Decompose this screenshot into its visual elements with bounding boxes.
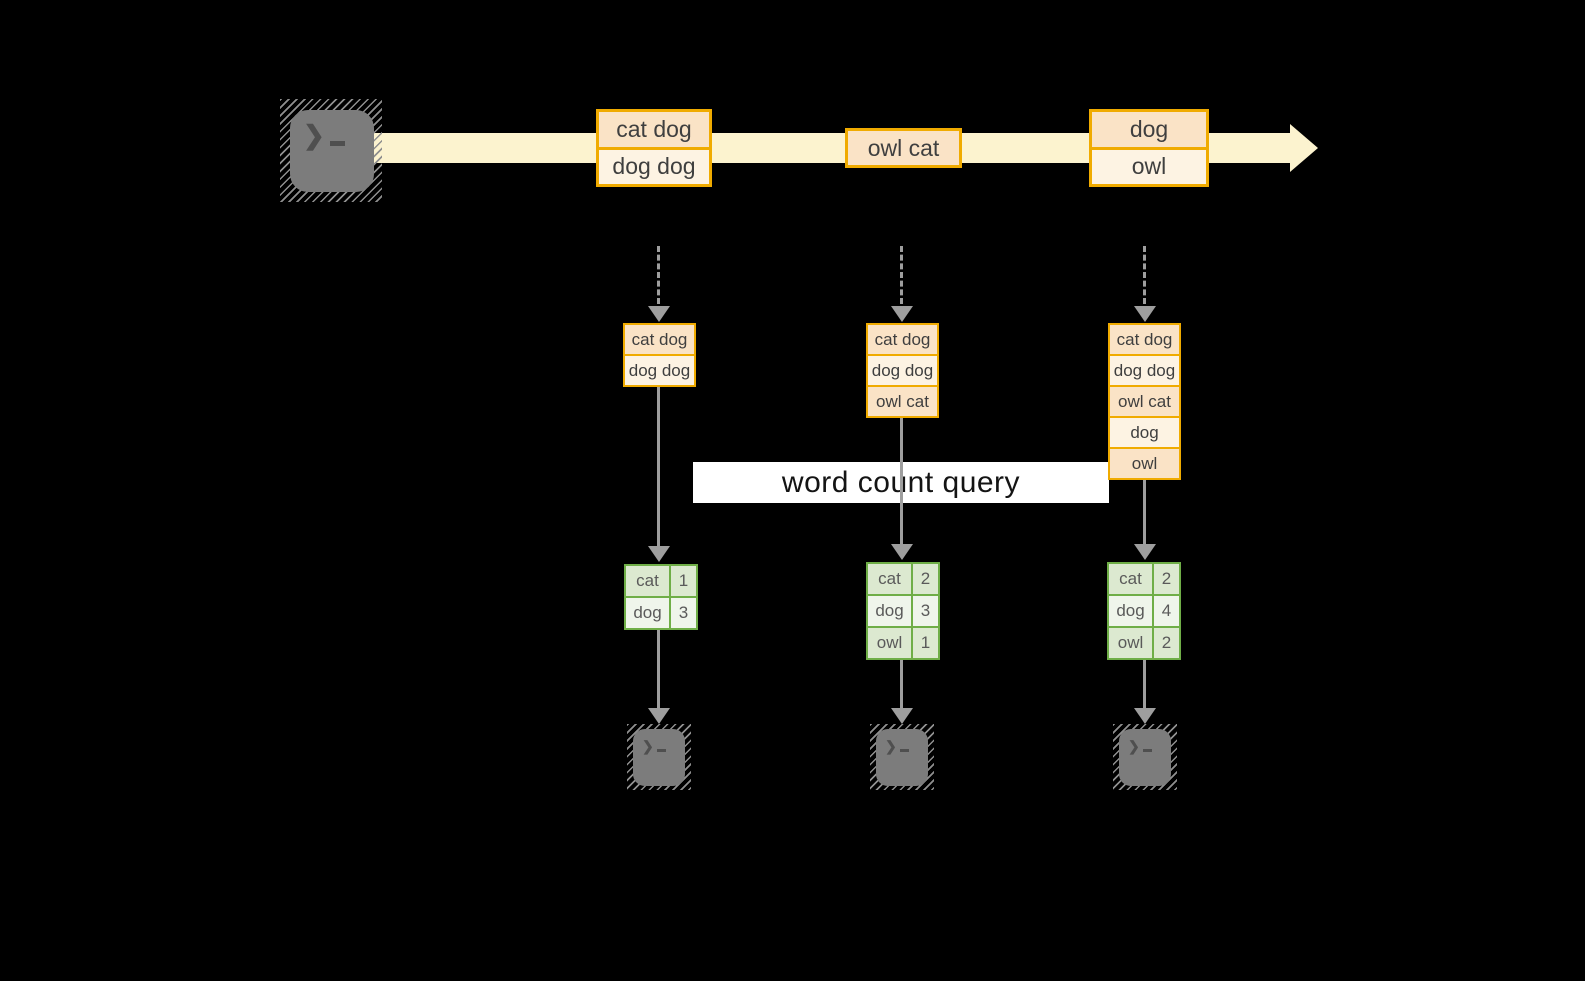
terminal-prompt-icon: ❯ xyxy=(1128,739,1171,753)
sink-terminal-icon-3: ❯ xyxy=(1119,729,1171,786)
terminal-prompt-icon: ❯ xyxy=(303,122,374,148)
query-arrowhead-icon-1 xyxy=(648,546,670,562)
ingest-arrow-line-3 xyxy=(1143,246,1146,304)
output-arrowhead-icon-1 xyxy=(648,708,670,724)
sink-terminal-icon-1: ❯ xyxy=(633,729,685,786)
table-count-cell: 2 xyxy=(1154,628,1179,658)
ingest-arrow-line-2 xyxy=(900,246,903,304)
output-arrowhead-icon-2 xyxy=(891,708,913,724)
ingest-arrow-line-1 xyxy=(657,246,660,304)
stream-arrowhead-icon xyxy=(1290,124,1318,172)
event-line: dog dog xyxy=(599,146,709,184)
table-count-cell: 3 xyxy=(671,598,696,628)
output-arrowhead-icon-3 xyxy=(1134,708,1156,724)
table-word-cell: cat xyxy=(626,566,671,596)
buffer-line: dog xyxy=(1110,416,1179,447)
buffer-line: owl cat xyxy=(868,385,937,416)
output-arrow-line-1 xyxy=(657,630,660,708)
table-count-cell: 1 xyxy=(913,628,938,658)
table-count-cell: 4 xyxy=(1154,596,1179,626)
query-arrow-line-3 xyxy=(1143,480,1146,544)
buffer-line: cat dog xyxy=(868,325,937,354)
word-count-table-1: cat 1 dog 3 xyxy=(624,564,698,630)
output-arrow-line-2 xyxy=(900,660,903,708)
table-row: owl 1 xyxy=(868,626,938,658)
table-word-cell: dog xyxy=(868,596,913,626)
table-row: owl 2 xyxy=(1109,626,1179,658)
table-word-cell: cat xyxy=(1109,564,1154,594)
word-count-table-3: cat 2 dog 4 owl 2 xyxy=(1107,562,1181,660)
ingest-arrowhead-icon-3 xyxy=(1134,306,1156,322)
event-line: owl xyxy=(1092,146,1206,184)
table-word-cell: dog xyxy=(626,598,671,628)
table-row: dog 3 xyxy=(626,596,696,628)
stream-event-box-1: cat dog dog dog xyxy=(596,109,712,187)
buffer-box-1: cat dog dog dog xyxy=(623,323,696,387)
buffer-line: dog dog xyxy=(625,354,694,385)
table-word-cell: cat xyxy=(868,564,913,594)
event-line: dog xyxy=(1092,112,1206,147)
table-word-cell: owl xyxy=(1109,628,1154,658)
table-row: cat 1 xyxy=(626,566,696,596)
table-row: cat 2 xyxy=(868,564,938,594)
buffer-line: cat dog xyxy=(625,325,694,354)
buffer-line: owl xyxy=(1110,447,1179,478)
buffer-box-3: cat dog dog dog owl cat dog owl xyxy=(1108,323,1181,480)
table-count-cell: 2 xyxy=(1154,564,1179,594)
event-line: cat dog xyxy=(599,112,709,147)
query-arrow-line-2 xyxy=(900,418,903,544)
word-count-table-2: cat 2 dog 3 owl 1 xyxy=(866,562,940,660)
source-terminal-icon: ❯ xyxy=(290,110,374,192)
table-count-cell: 1 xyxy=(671,566,696,596)
table-count-cell: 2 xyxy=(913,564,938,594)
query-arrowhead-icon-2 xyxy=(891,544,913,560)
ingest-arrowhead-icon-1 xyxy=(648,306,670,322)
buffer-box-2: cat dog dog dog owl cat xyxy=(866,323,939,418)
query-arrow-line-1 xyxy=(657,387,660,546)
table-word-cell: owl xyxy=(868,628,913,658)
terminal-prompt-icon: ❯ xyxy=(885,739,928,753)
table-row: cat 2 xyxy=(1109,564,1179,594)
event-line: owl cat xyxy=(848,131,959,165)
terminal-prompt-icon: ❯ xyxy=(642,739,685,753)
table-row: dog 3 xyxy=(868,594,938,626)
query-arrowhead-icon-3 xyxy=(1134,544,1156,560)
stream-event-box-3: dog owl xyxy=(1089,109,1209,187)
buffer-line: cat dog xyxy=(1110,325,1179,354)
output-arrow-line-3 xyxy=(1143,660,1146,708)
ingest-arrowhead-icon-2 xyxy=(891,306,913,322)
buffer-line: dog dog xyxy=(1110,354,1179,385)
table-row: dog 4 xyxy=(1109,594,1179,626)
buffer-line: dog dog xyxy=(868,354,937,385)
buffer-line: owl cat xyxy=(1110,385,1179,416)
sink-terminal-icon-2: ❯ xyxy=(876,729,928,786)
table-count-cell: 3 xyxy=(913,596,938,626)
table-word-cell: dog xyxy=(1109,596,1154,626)
stream-event-box-2: owl cat xyxy=(845,128,962,168)
